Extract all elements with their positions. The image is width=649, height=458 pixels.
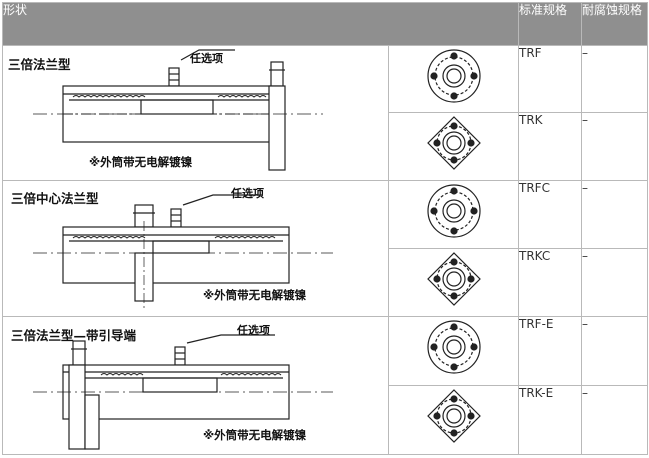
standard-cell: TRF [518, 44, 583, 114]
option-label: 任选项 [231, 187, 264, 201]
bearing-drawing [33, 48, 323, 171]
flange-round-icon [387, 44, 520, 114]
flange-square-icon [387, 385, 520, 455]
bearing-drawing [33, 194, 333, 310]
corrosion-cell: – [581, 44, 649, 114]
standard-cell: TRK [518, 112, 583, 182]
header-shape: 形状 [1, 2, 520, 46]
corrosion-cell: – [581, 180, 649, 250]
drawing-triple-center-flange: 三倍中心法兰型 任选项 ※外筒 [2, 180, 389, 318]
plating-note: ※外筒带无电解镀镍 [203, 288, 307, 303]
flange-round-icon [387, 316, 520, 387]
drawing-triple-flange: 三倍法兰型 任选项 ※外筒带无 [2, 44, 389, 182]
corrosion-cell: – [581, 248, 649, 318]
header-row: 形状 标准规格 耐腐蚀规格 [1, 2, 649, 46]
table-row: TRKC – [3, 248, 649, 318]
drawing-triple-flange-guide: 三倍法兰型—带引导端 任选项 [2, 316, 389, 455]
option-label: 任选项 [237, 324, 270, 338]
group-name: 三倍法兰型—带引导端 [11, 328, 137, 344]
standard-cell: TRKC [518, 248, 583, 318]
flange-square-icon [387, 248, 520, 318]
bearing-drawing [33, 334, 333, 450]
standard-cell: TRF-E [518, 316, 583, 387]
table-row: 三倍法兰型 任选项 ※外筒带无 [2, 44, 649, 182]
flange-square-icon [387, 112, 520, 182]
corrosion-cell: – [581, 385, 649, 455]
flange-round-icon [387, 180, 520, 250]
corrosion-cell: – [581, 112, 649, 182]
group-name: 三倍法兰型 [8, 56, 71, 72]
plating-note: ※外筒带无电解镀镍 [203, 428, 307, 443]
option-label: 任选项 [190, 51, 223, 65]
table-row: 三倍法兰型—带引导端 任选项 [2, 316, 649, 455]
table-row: TRK-E – [3, 385, 649, 455]
table-row: 三倍中心法兰型 任选项 ※外筒 [2, 180, 649, 318]
header-standard: 标准规格 [518, 2, 583, 46]
plating-note: ※外筒带无电解镀镍 [89, 154, 193, 169]
group-name: 三倍中心法兰型 [11, 191, 99, 207]
corrosion-cell: – [581, 316, 649, 387]
header-corrosion: 耐腐蚀规格 [581, 2, 649, 46]
table-row: TRK – [3, 112, 649, 182]
standard-cell: TRK-E [518, 385, 583, 455]
standard-cell: TRFC [518, 180, 583, 250]
